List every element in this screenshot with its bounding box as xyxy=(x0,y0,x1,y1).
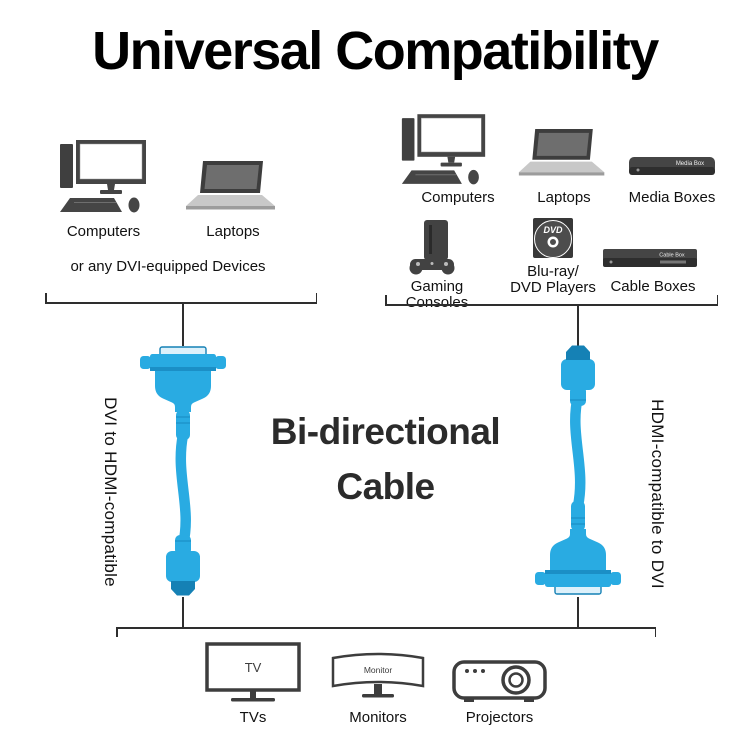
bracket-left-tick-left xyxy=(45,293,47,303)
desktop-computer-icon xyxy=(56,138,151,218)
media-box-icon: Media Box xyxy=(628,152,716,182)
media-boxes-label: Media Boxes xyxy=(628,189,716,206)
laptop-icon xyxy=(183,160,283,212)
bluray-label-line1: Blu-ray/ xyxy=(527,263,579,280)
cable-wire xyxy=(570,390,586,512)
cable-boxes-label: Cable Boxes xyxy=(610,278,696,295)
dvi-devices-note: or any DVI-equipped Devices xyxy=(70,258,266,275)
bluray-label-line2: DVD Players xyxy=(510,279,596,296)
monitor-icon: Monitor xyxy=(330,650,426,702)
bracket-left-tick-right xyxy=(315,293,317,303)
page-title: Universal Compatibility xyxy=(92,21,659,81)
right-cable-vertical-label: HDMI-compatible to DVI xyxy=(648,399,667,589)
computers-label-left: Computers xyxy=(66,223,141,240)
left-cable-vertical-label: DVI to HDMI-compatible xyxy=(101,397,120,587)
gaming-console-icon xyxy=(404,220,468,276)
dvi-connector xyxy=(535,501,621,595)
bracket-bottom-stem-right xyxy=(577,597,579,627)
dvi-to-hdmi-cable xyxy=(138,345,228,601)
computers-label-right: Computers xyxy=(421,189,495,206)
tv-icon-label: TV xyxy=(245,660,262,675)
bracket-right-stem xyxy=(577,304,579,346)
gaming-consoles-label: Gaming Consoles xyxy=(405,278,469,311)
bracket-bottom-stem-left xyxy=(182,597,184,627)
bracket-bottom-tick-right xyxy=(654,627,656,637)
center-label-line2: Cable xyxy=(336,466,435,507)
projectors-label: Projectors xyxy=(465,709,534,726)
bracket-left-stem xyxy=(182,302,184,346)
laptop-icon xyxy=(516,128,612,178)
hdmi-connector xyxy=(561,345,595,406)
cable-box-icon-label: Cable Box xyxy=(659,253,685,259)
cable-wire xyxy=(175,429,191,551)
dvd-logo-text: DVD xyxy=(543,225,563,235)
hdmi-to-dvi-cable xyxy=(533,340,623,596)
bracket-right-tick-right xyxy=(716,295,718,305)
tvs-label: TVs xyxy=(239,709,267,726)
cable-box-icon: Cable Box xyxy=(602,246,698,272)
bracket-left-line xyxy=(45,302,317,304)
tv-icon: TV xyxy=(205,642,301,704)
bracket-right-line xyxy=(385,304,718,306)
center-label-line1: Bi-directional xyxy=(270,411,501,452)
bluray-dvd-icon: DVD xyxy=(527,218,579,264)
monitors-label: Monitors xyxy=(349,709,407,726)
media-box-icon-label: Media Box xyxy=(676,161,704,167)
hdmi-connector xyxy=(166,535,200,596)
bluray-dvd-players-label: Blu-ray/ DVD Players xyxy=(505,264,601,296)
bidirectional-cable-label: Bi-directional Cable xyxy=(228,404,543,514)
desktop-computer-icon xyxy=(398,112,490,190)
laptops-label-right: Laptops xyxy=(537,189,591,206)
monitor-icon-label: Monitor xyxy=(364,665,393,675)
dvi-connector xyxy=(140,346,226,440)
laptops-label-left: Laptops xyxy=(206,223,260,240)
bracket-bottom-line xyxy=(116,627,656,629)
bracket-right-tick-left xyxy=(385,295,387,305)
projector-icon xyxy=(452,652,547,707)
bracket-bottom-tick-left xyxy=(116,627,118,637)
